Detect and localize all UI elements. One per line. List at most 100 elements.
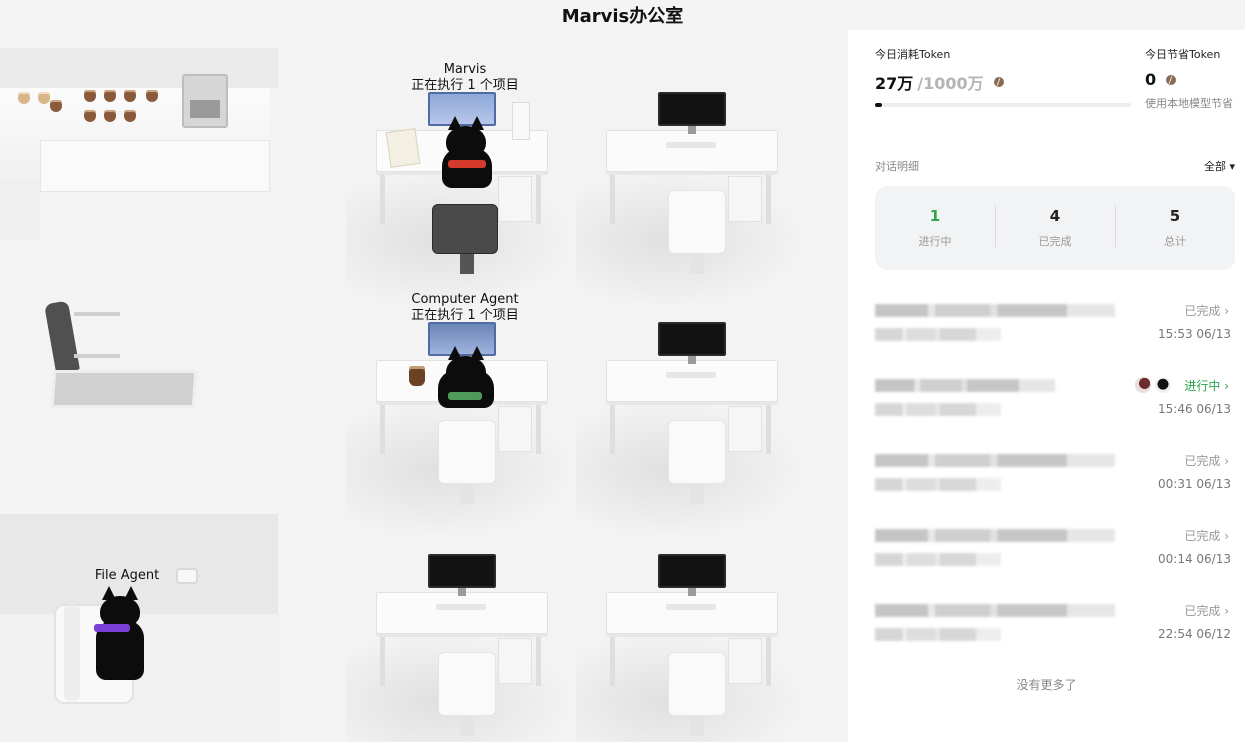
conversation-status[interactable]: 已完成 › bbox=[1184, 304, 1229, 318]
treadmill-belt bbox=[50, 370, 198, 408]
counter-side bbox=[0, 180, 40, 240]
coffee-cup-icon bbox=[409, 366, 425, 386]
tokens-saved: 今日节省Token 0 使用本地模型节省 bbox=[1145, 46, 1233, 111]
agent-avatar-marvis[interactable] bbox=[438, 116, 498, 192]
redacted-subtitle bbox=[875, 628, 1001, 641]
office-chair bbox=[438, 652, 496, 716]
redacted-subtitle bbox=[875, 403, 1001, 416]
stat-total[interactable]: 5 总计 bbox=[1115, 205, 1235, 249]
tokens-consumed-label: 今日消耗Token bbox=[875, 48, 951, 61]
agent-name: File Agent bbox=[94, 568, 160, 583]
tokens-consumed: 今日消耗Token 27万/1000万 bbox=[875, 46, 1004, 94]
office-scene: Marvis 正在执行 1 个项目 Computer Agent 正在执行 1 … bbox=[0, 30, 848, 742]
redacted-title bbox=[875, 304, 1115, 317]
agent-avatar-file[interactable] bbox=[92, 586, 152, 684]
stat-value: 1 bbox=[929, 207, 941, 225]
coffee-cup-icon bbox=[18, 92, 30, 104]
coffee-cup-icon bbox=[84, 110, 96, 122]
conversation-list: 已完成 › 15:53 06/13 进行中 › 15:46 06/13 已完成 … bbox=[875, 298, 1235, 673]
agent-avatars bbox=[1135, 377, 1171, 393]
tokens-saved-value: 0 bbox=[1145, 70, 1157, 89]
conversation-item[interactable]: 已完成 › 15:53 06/13 bbox=[875, 298, 1235, 373]
coffee-cup-icon bbox=[84, 90, 96, 102]
pc-tower bbox=[512, 102, 530, 140]
treadmill-handle bbox=[74, 312, 120, 316]
agent-avatar-icon bbox=[1155, 377, 1171, 393]
redacted-title bbox=[875, 454, 1115, 467]
conversation-item[interactable]: 进行中 › 15:46 06/13 bbox=[875, 373, 1235, 448]
tokens-saved-label: 今日节省Token bbox=[1145, 48, 1221, 61]
redacted-title bbox=[875, 379, 1055, 392]
conversation-item[interactable]: 已完成 › 00:31 06/13 bbox=[875, 448, 1235, 523]
agent-label-marvis: Marvis 正在执行 1 个项目 bbox=[365, 62, 565, 94]
desk-empty-2 bbox=[576, 322, 806, 540]
details-heading: 对话明细 bbox=[875, 160, 919, 173]
monitor-screen bbox=[428, 322, 496, 356]
conversation-status[interactable]: 已完成 › bbox=[1184, 529, 1229, 543]
conversation-item[interactable]: 已完成 › 00:14 06/13 bbox=[875, 523, 1235, 598]
stat-value: 4 bbox=[1049, 207, 1061, 225]
details-filter-dropdown[interactable]: 全部 ▾ bbox=[1203, 160, 1235, 173]
token-panel: 今日消耗Token 27万/1000万 今日节省Token 0 使用本地模型节省… bbox=[848, 30, 1245, 742]
conversation-status[interactable]: 已完成 › bbox=[1184, 454, 1229, 468]
office-chair bbox=[668, 420, 726, 484]
conversation-status[interactable]: 进行中 › bbox=[1184, 379, 1229, 393]
agent-status: 正在执行 1 个项目 bbox=[411, 308, 519, 323]
tissue-holder bbox=[176, 568, 198, 584]
treadmill-handle bbox=[74, 354, 120, 358]
lounge-wall bbox=[0, 514, 278, 614]
tokens-limit-value: /1000万 bbox=[917, 74, 984, 93]
monitor-screen bbox=[658, 92, 726, 126]
page-title: Marvis办公室 bbox=[561, 6, 684, 27]
agent-avatar-computer[interactable] bbox=[436, 346, 496, 410]
document-paper bbox=[385, 128, 421, 168]
monitor-screen bbox=[658, 322, 726, 356]
coffee-bean-icon bbox=[1166, 74, 1177, 85]
no-more-text: 没有更多了 bbox=[1016, 678, 1077, 692]
coffee-cup-icon bbox=[38, 92, 50, 104]
redacted-subtitle bbox=[875, 478, 1001, 491]
agent-name: Computer Agent bbox=[411, 292, 519, 307]
conversation-item[interactable]: 已完成 › 22:54 06/12 bbox=[875, 598, 1235, 673]
monitor-screen bbox=[428, 554, 496, 588]
desk-empty-4 bbox=[576, 554, 806, 742]
conversation-time: 00:14 06/13 bbox=[1158, 552, 1231, 566]
tokens-consumed-value: 27万 bbox=[875, 74, 914, 93]
token-progress-bar bbox=[875, 103, 1131, 107]
agent-collar bbox=[448, 392, 482, 400]
coffee-cup-icon bbox=[50, 100, 62, 112]
conversation-time: 15:46 06/13 bbox=[1158, 402, 1231, 416]
redacted-subtitle bbox=[875, 553, 1001, 566]
monitor-screen bbox=[428, 92, 496, 126]
stat-completed[interactable]: 4 已完成 bbox=[995, 205, 1115, 249]
redacted-title bbox=[875, 604, 1115, 617]
stat-label: 总计 bbox=[1164, 235, 1186, 248]
conversation-time: 22:54 06/12 bbox=[1158, 627, 1231, 641]
break-room-wall bbox=[0, 48, 278, 88]
stat-value: 5 bbox=[1169, 207, 1181, 225]
agent-label-file: File Agent bbox=[60, 568, 194, 584]
office-chair bbox=[432, 204, 498, 254]
counter-cabinets bbox=[40, 140, 270, 192]
stat-label: 进行中 bbox=[918, 235, 952, 248]
coffee-cup-icon bbox=[104, 90, 116, 102]
token-progress-fill bbox=[875, 103, 882, 107]
office-chair bbox=[438, 420, 496, 484]
coffee-cup-icon bbox=[146, 90, 158, 102]
conversation-status[interactable]: 已完成 › bbox=[1184, 604, 1229, 618]
office-chair bbox=[668, 190, 726, 254]
desk-empty-3 bbox=[346, 554, 576, 742]
agent-status: 正在执行 1 个项目 bbox=[411, 78, 519, 93]
agent-label-computer: Computer Agent 正在执行 1 个项目 bbox=[365, 292, 565, 324]
espresso-machine bbox=[182, 74, 228, 128]
tokens-saved-note: 使用本地模型节省 bbox=[1145, 97, 1233, 110]
agent-collar bbox=[94, 624, 130, 632]
stat-in-progress[interactable]: 1 进行中 bbox=[875, 207, 995, 249]
coffee-cup-icon bbox=[104, 110, 116, 122]
conversation-time: 00:31 06/13 bbox=[1158, 477, 1231, 491]
monitor-screen bbox=[658, 554, 726, 588]
coffee-cup-icon bbox=[124, 90, 136, 102]
redacted-subtitle bbox=[875, 328, 1001, 341]
conversation-stats: 1 进行中 4 已完成 5 总计 bbox=[875, 186, 1235, 270]
